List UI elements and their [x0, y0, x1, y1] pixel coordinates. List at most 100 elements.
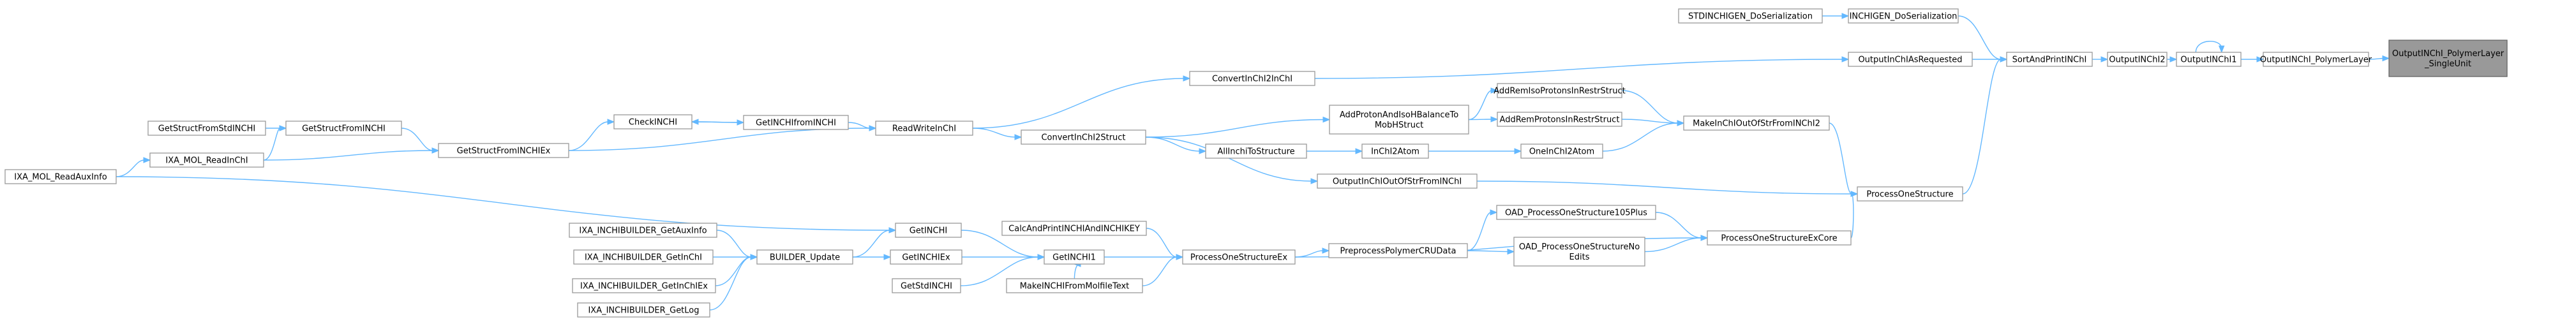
node-label[interactable]: IXA_INCHIBUILDER_GetInChIEx	[580, 282, 708, 291]
node-box[interactable]	[2107, 52, 2168, 67]
node-box[interactable]	[1520, 144, 1603, 159]
node-stdinchigen_doser[interactable]: STDINCHIGEN_DoSerialization	[1678, 8, 1823, 24]
node-convinchi2struct[interactable]: ConvertInChI2Struct	[1021, 129, 1146, 145]
node-checkinchi[interactable]: CheckINCHI	[613, 114, 693, 129]
node-label[interactable]: IXA_INCHIBUILDER_GetInChI	[585, 253, 702, 263]
node-ixa_getlog[interactable]: IXA_INCHIBUILDER_GetLog	[577, 302, 710, 318]
node-box[interactable]	[1683, 115, 1830, 131]
node-makeinchi[interactable]: MakeInChIOutOfStrFromINChI2	[1683, 115, 1830, 131]
node-box[interactable]	[285, 121, 402, 136]
node-box[interactable]	[1848, 8, 1959, 24]
node-label[interactable]: INCHIGEN_DoSerialization	[1850, 12, 1958, 22]
node-makeinchimolfile[interactable]: MakeINCHIFromMolfileText	[1006, 278, 1143, 293]
node-oad_105plus[interactable]: OAD_ProcessOneStructure105Plus	[1496, 205, 1656, 220]
node-ixa_getinchiex[interactable]: IXA_INCHIBUILDER_GetInChIEx	[572, 278, 716, 293]
node-box[interactable]	[2176, 52, 2242, 67]
node-label[interactable]: OutputINChI_PolymerLayer	[2260, 55, 2372, 65]
node-ixa_readinchi[interactable]: IXA_MOL_ReadInChI	[149, 152, 264, 168]
node-label[interactable]: GetINCHI1	[1052, 253, 1096, 263]
node-label[interactable]: OAD_ProcessOneStructure105Plus	[1505, 209, 1647, 218]
node-box[interactable]	[743, 115, 849, 130]
node-label[interactable]: ProcessOneStructureExCore	[1721, 234, 1837, 244]
node-box[interactable]	[573, 249, 714, 265]
node-label[interactable]: STDINCHIGEN_DoSerialization	[1688, 12, 1813, 22]
node-label[interactable]: GetStdINCHI	[901, 282, 952, 291]
node-label[interactable]: GetStructFromINCHI	[302, 124, 386, 134]
node-box[interactable]	[1513, 237, 1645, 267]
node-label[interactable]: AddProtonAndIsoHBalanceTo	[1340, 110, 1458, 120]
node-box[interactable]	[1857, 186, 1963, 202]
node-label[interactable]: OutputInChIAsRequested	[1858, 55, 1962, 65]
node-label[interactable]: ReadWriteInChI	[892, 124, 956, 134]
node-label[interactable]: ConvertInChI2InChI	[1212, 75, 1292, 84]
node-label[interactable]: GetStructFromINCHIEx	[457, 147, 551, 156]
node-label[interactable]: IXA_INCHIBUILDER_GetAuxInfo	[579, 226, 707, 236]
node-label[interactable]: IXA_MOL_ReadInChI	[165, 156, 248, 166]
node-getstdinchi[interactable]: GetStdINCHI	[892, 278, 961, 293]
node-box[interactable]	[1328, 243, 1468, 258]
node-getstructinchi[interactable]: GetStructFromINCHI	[285, 121, 402, 136]
node-box[interactable]	[1021, 129, 1146, 145]
node-addremprot[interactable]: AddRemProtonsInRestrStruct	[1497, 112, 1622, 127]
node-label[interactable]: ProcessOneStructureEx	[1190, 253, 1287, 263]
node-label[interactable]: GetINCHIfromINCHI	[756, 119, 836, 128]
node-outputinchi1[interactable]: OutputINChI1	[2176, 52, 2242, 67]
node-box[interactable]	[569, 223, 717, 238]
node-box[interactable]	[1001, 221, 1147, 236]
node-box[interactable]	[895, 223, 962, 238]
node-label[interactable]: MobHStruct	[1375, 121, 1423, 130]
node-box[interactable]	[1497, 83, 1622, 98]
node-inchigen_doser[interactable]: INCHIGEN_DoSerialization	[1848, 8, 1959, 24]
node-label[interactable]: GetINCHI	[910, 226, 947, 236]
node-label[interactable]: BUILDER_Update	[770, 253, 840, 263]
node-label[interactable]: OutputINChI2	[2109, 55, 2165, 65]
node-box[interactable]	[149, 152, 264, 168]
node-getinchiex[interactable]: GetINCHIEx	[890, 249, 962, 265]
node-processoneex_core[interactable]: ProcessOneStructureExCore	[1707, 230, 1852, 246]
node-builder_update[interactable]: BUILDER_Update	[756, 249, 853, 265]
node-box[interactable]	[4, 169, 117, 184]
node-getstructinchiex[interactable]: GetStructFromINCHIEx	[438, 143, 569, 158]
node-getinchifrominchi[interactable]: GetINCHIfromINCHI	[743, 115, 849, 130]
node-box[interactable]	[577, 302, 710, 318]
node-box[interactable]	[1329, 105, 1469, 135]
node-target[interactable]: OutputINChI_PolymerLayer_SingleUnit	[2388, 40, 2508, 77]
node-oneinchi2atom[interactable]: OneInChI2Atom	[1520, 144, 1603, 159]
node-label[interactable]: CheckINCHI	[629, 118, 677, 128]
node-getstructstdinchi[interactable]: GetStructFromStdINCHI	[147, 121, 266, 136]
node-label[interactable]: IXA_MOL_ReadAuxInfo	[14, 173, 107, 182]
node-outputinchioutof[interactable]: OutputInChIOutOfStrFromINChI	[1317, 173, 1478, 189]
node-box[interactable]	[438, 143, 569, 158]
node-label[interactable]: AddRemProtonsInRestrStruct	[1500, 115, 1620, 125]
node-box[interactable]	[2263, 52, 2369, 67]
node-box[interactable]	[1189, 71, 1315, 86]
node-box[interactable]	[1205, 144, 1307, 159]
node-addremiso[interactable]: AddRemIsoProtonsInRestrStruct	[1494, 83, 1626, 98]
node-box[interactable]	[1182, 249, 1296, 265]
node-inchi2atom[interactable]: InChI2Atom	[1361, 144, 1429, 159]
node-label[interactable]: IXA_INCHIBUILDER_GetLog	[588, 306, 699, 316]
node-label[interactable]: CalcAndPrintINCHIAndINCHIKEY	[1008, 225, 1140, 234]
node-processoneex[interactable]: ProcessOneStructureEx	[1182, 249, 1296, 265]
node-box[interactable]	[890, 249, 962, 265]
node-box[interactable]	[2006, 52, 2093, 67]
node-box[interactable]	[1006, 278, 1143, 293]
node-label[interactable]: GetStructFromStdINCHI	[158, 124, 255, 134]
node-box[interactable]	[1497, 112, 1622, 127]
node-label[interactable]: AllInchiToStructure	[1217, 147, 1294, 157]
node-calcandprint[interactable]: CalcAndPrintINCHIAndINCHIKEY	[1001, 221, 1147, 236]
node-box[interactable]	[572, 278, 716, 293]
node-box[interactable]	[1848, 52, 1973, 67]
node-label[interactable]: InChI2Atom	[1371, 147, 1419, 157]
node-ixa_getinchi[interactable]: IXA_INCHIBUILDER_GetInChI	[573, 249, 714, 265]
node-box[interactable]	[1044, 249, 1105, 265]
node-preprocesspolymer[interactable]: PreprocessPolymerCRUData	[1328, 243, 1468, 258]
node-readwriteinchi[interactable]: ReadWriteInChI	[875, 121, 973, 136]
node-label[interactable]: OAD_ProcessOneStructureNo	[1519, 242, 1640, 252]
node-getinchi[interactable]: GetINCHI	[895, 223, 962, 238]
node-label[interactable]: GetINCHIEx	[902, 253, 950, 263]
node-box[interactable]	[875, 121, 973, 136]
node-box[interactable]	[1678, 8, 1823, 24]
